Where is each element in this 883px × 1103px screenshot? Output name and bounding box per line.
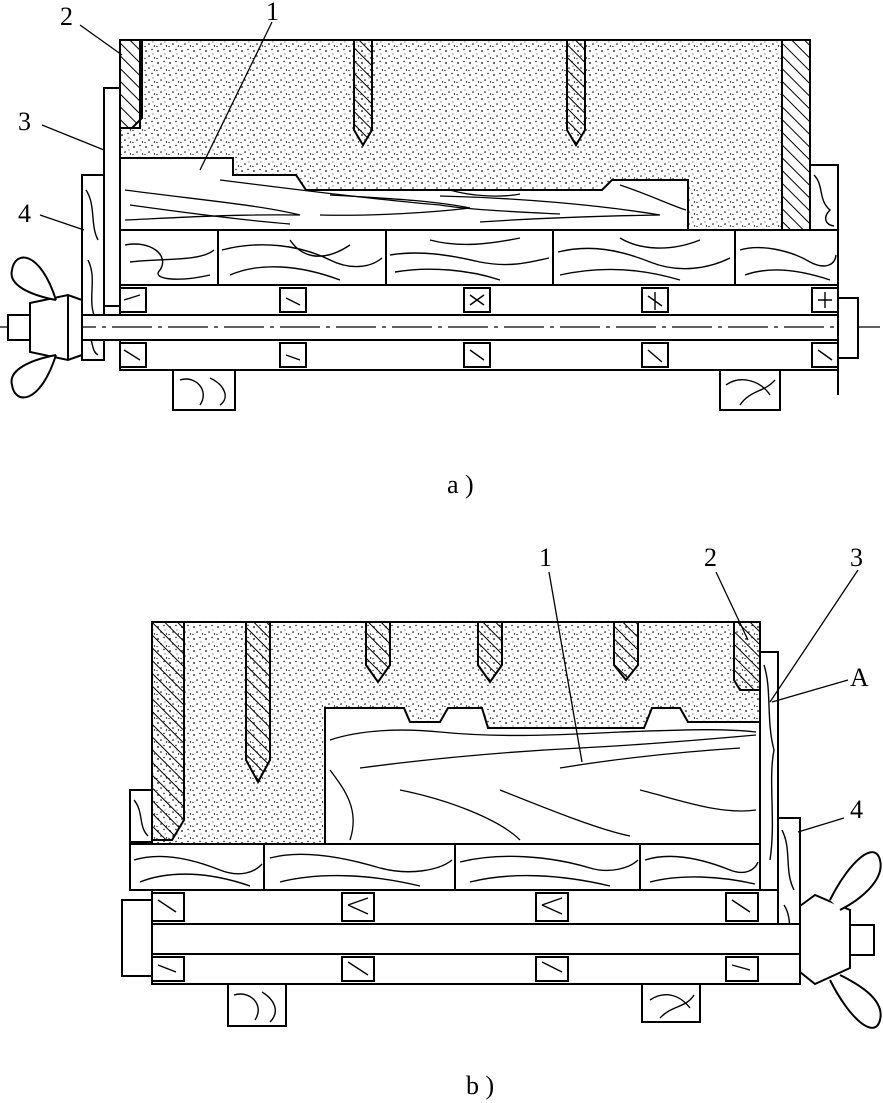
label-3-a: 3 — [18, 107, 31, 136]
caption-b: b ) — [466, 1071, 494, 1100]
vent-pin-a1 — [353, 39, 373, 147]
ram-plate-a — [103, 87, 121, 307]
rod-b — [121, 923, 801, 955]
label-1-b: 1 — [539, 543, 552, 572]
leaders-a — [39, 21, 273, 231]
pattern-a-grain — [124, 179, 687, 225]
flask-wall-right-a — [781, 39, 811, 231]
vent-pin-a2 — [566, 39, 586, 147]
wing-nut-b — [799, 851, 882, 1029]
pattern-b-grain — [329, 729, 757, 841]
bracket-a — [81, 174, 105, 361]
pattern-b — [324, 707, 761, 845]
flask-wall-right-b — [733, 621, 761, 691]
lower-bar-a — [119, 339, 839, 371]
bottom-board-a — [119, 229, 839, 286]
nut-left-b — [121, 899, 153, 977]
upper-bar-b — [151, 889, 779, 925]
wing-nut-a — [7, 256, 83, 399]
figure-b: 1 2 3 A 4 b ) — [121, 543, 882, 1100]
caption-a: a ) — [447, 470, 474, 499]
ram-plate-b — [759, 651, 779, 891]
vent-pin-b3 — [477, 621, 503, 684]
label-4-a: 4 — [18, 199, 31, 228]
label-3-b: 3 — [850, 543, 863, 572]
nut-right-a — [837, 297, 859, 359]
vent-pin-b2 — [365, 621, 391, 684]
foot-right-b — [641, 983, 701, 1023]
bottom-board-a-grain — [124, 237, 837, 281]
bottom-board-b-grain — [133, 853, 759, 887]
label-A-b: A — [850, 663, 869, 692]
lower-bar-b — [151, 953, 801, 985]
leaders-b — [548, 569, 859, 833]
foot-right-a — [719, 369, 781, 411]
foot-left-a — [172, 369, 236, 411]
flask-wall-left-b — [151, 621, 185, 841]
label-2-a: 2 — [60, 2, 73, 31]
label-2-b: 2 — [704, 543, 717, 572]
label-4-b: 4 — [850, 795, 863, 824]
vent-pin-b4 — [613, 621, 639, 682]
bottom-board-b — [129, 843, 761, 891]
figure-a: 2 1 3 4 a ) — [0, 0, 883, 499]
spacers-a — [119, 287, 839, 368]
bracket-right-a — [809, 164, 839, 231]
label-1-a: 1 — [266, 0, 279, 26]
vent-pin-b1 — [245, 621, 271, 785]
spacers-b — [151, 892, 759, 982]
flask-wall-left-a — [119, 39, 143, 129]
upper-bar-a — [119, 284, 839, 316]
